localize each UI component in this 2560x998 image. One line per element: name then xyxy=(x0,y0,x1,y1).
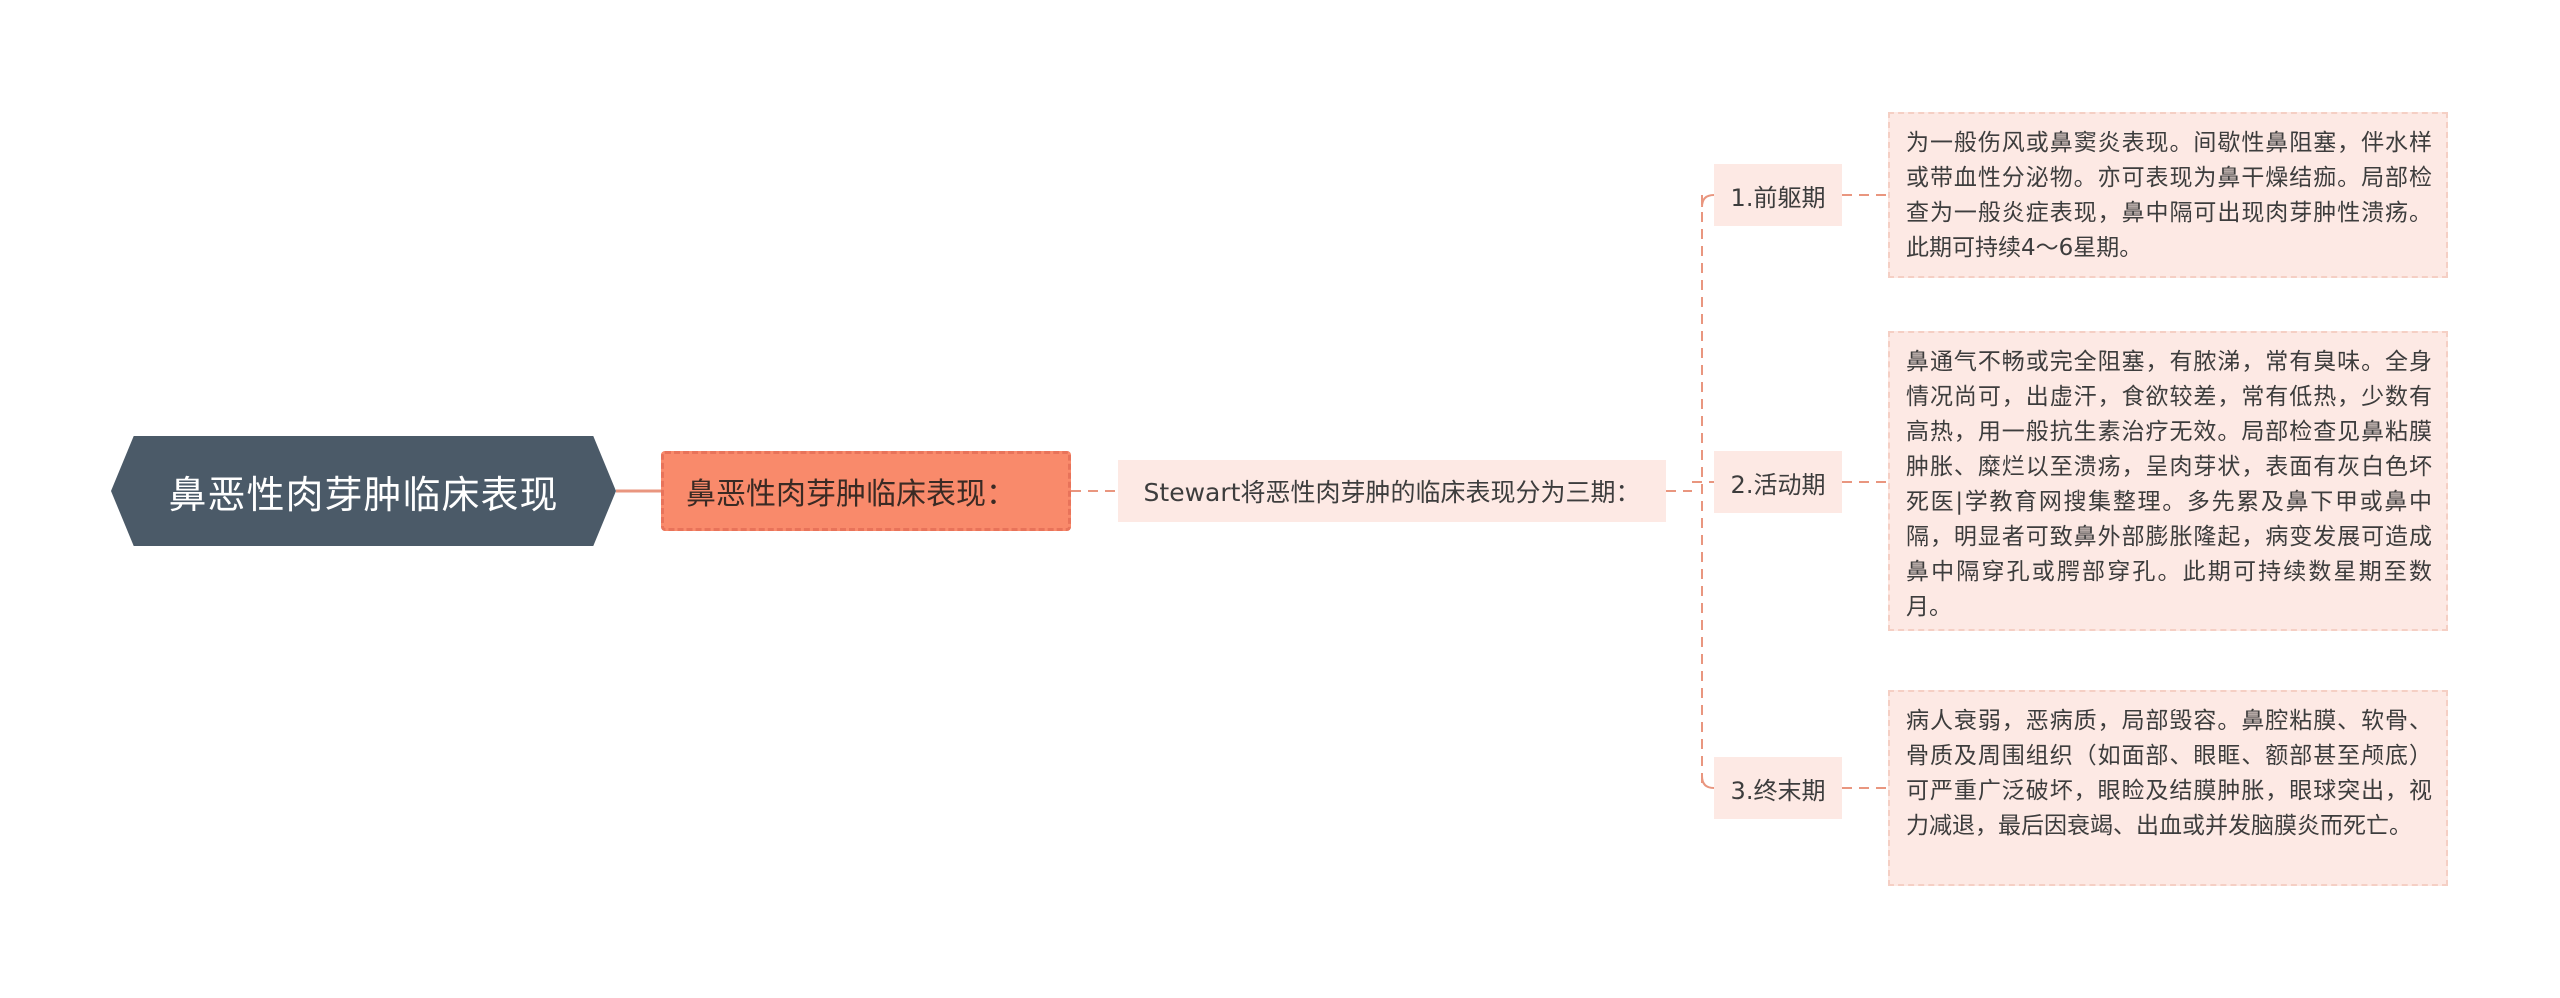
root-topic[interactable]: 鼻恶性肉芽肿临床表现 xyxy=(111,436,616,546)
root-topic-label: 鼻恶性肉芽肿临床表现 xyxy=(168,472,559,517)
main-topic[interactable]: 鼻恶性肉芽肿临床表现： xyxy=(661,451,1071,531)
stage-node-prodromal[interactable]: 1.前躯期 xyxy=(1714,164,1842,226)
main-topic-label: 鼻恶性肉芽肿临床表现： xyxy=(686,477,1016,512)
stage-node-terminal[interactable]: 3.终末期 xyxy=(1714,757,1842,819)
stage-description-active[interactable]: 鼻通气不畅或完全阻塞，有脓涕，常有臭味。全身情况尚可，出虚汗，食欲较差，常有低热… xyxy=(1888,331,2448,631)
connector-trunk-corner-top xyxy=(1701,194,1715,208)
stage-label: 2.活动期 xyxy=(1730,470,1826,499)
connector-trunk-corner-bottom xyxy=(1701,775,1715,789)
stage-label: 1.前躯期 xyxy=(1730,183,1826,212)
stage-label: 3.终末期 xyxy=(1730,776,1826,805)
description-text: 鼻通气不畅或完全阻塞，有脓涕，常有臭味。全身情况尚可，出虚汗，食欲较差，常有低热… xyxy=(1906,349,2432,620)
stage-node-active[interactable]: 2.活动期 xyxy=(1714,451,1842,513)
stage-description-terminal[interactable]: 病人衰弱，恶病质，局部毁容。鼻腔粘膜、软骨、骨质及周围组织（如面部、眼眶、额部甚… xyxy=(1888,690,2448,886)
description-text: 病人衰弱，恶病质，局部毁容。鼻腔粘膜、软骨、骨质及周围组织（如面部、眼眶、额部甚… xyxy=(1906,708,2432,839)
description-text: 为一般伤风或鼻窦炎表现。间歇性鼻阻塞，伴水样或带血性分泌物。亦可表现为鼻干燥结痂… xyxy=(1906,130,2432,261)
stage-description-prodromal[interactable]: 为一般伤风或鼻窦炎表现。间歇性鼻阻塞，伴水样或带血性分泌物。亦可表现为鼻干燥结痂… xyxy=(1888,112,2448,278)
subtopic-stewart-stages[interactable]: Stewart将恶性肉芽肿的临床表现分为三期： xyxy=(1118,460,1666,522)
subtopic-label: Stewart将恶性肉芽肿的临床表现分为三期： xyxy=(1143,478,1641,507)
